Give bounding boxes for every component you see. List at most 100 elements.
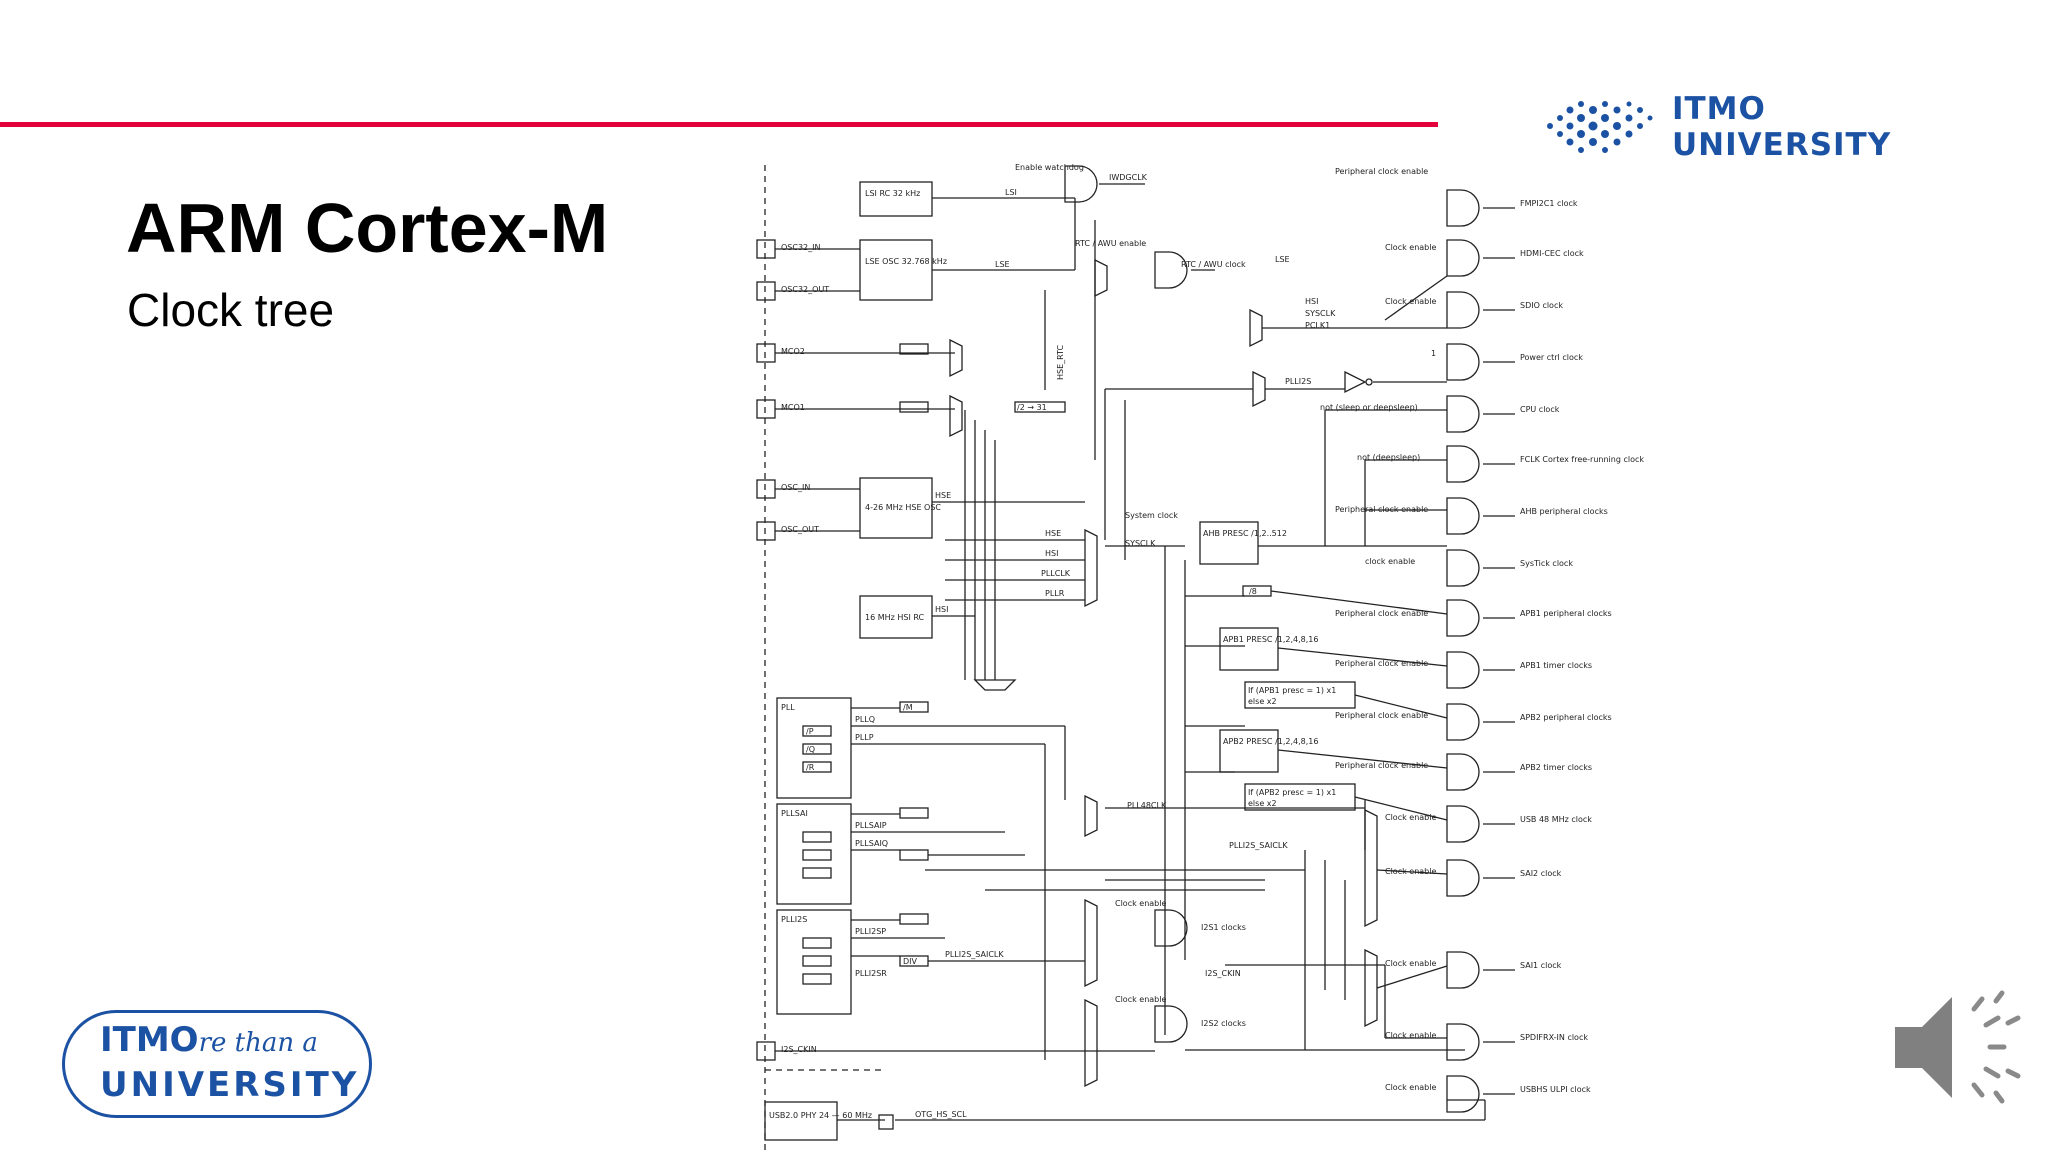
apb1-prescaler bbox=[1219, 627, 1279, 671]
itmo-header-logo: ITMO UNIVERSITY bbox=[1540, 91, 1980, 163]
svg-text:PLLSAI: PLLSAI bbox=[781, 809, 808, 818]
svg-text:Clock enable: Clock enable bbox=[1385, 1083, 1436, 1092]
svg-text:CPU clock: CPU clock bbox=[1520, 405, 1560, 414]
svg-text:SAI1 clock: SAI1 clock bbox=[1520, 961, 1562, 970]
svg-text:Peripheral clock enable: Peripheral clock enable bbox=[1335, 505, 1428, 514]
svg-text:APB2 PRESC /1,2,4,8,16: APB2 PRESC /1,2,4,8,16 bbox=[1223, 737, 1318, 746]
svg-text:APB1 timer clocks: APB1 timer clocks bbox=[1520, 661, 1592, 670]
lsi-rc-box bbox=[859, 181, 933, 217]
muxes bbox=[949, 258, 1378, 1088]
svg-text:PLLSAIQ: PLLSAIQ bbox=[855, 839, 888, 848]
logo-university: UNIVERSITY bbox=[100, 1065, 360, 1105]
svg-text:I2S2 clocks: I2S2 clocks bbox=[1201, 1019, 1246, 1028]
svg-text:PLLI2S_SAICLK: PLLI2S_SAICLK bbox=[945, 950, 1004, 959]
slide-subtitle: Clock tree bbox=[127, 284, 335, 336]
svg-text:FMPI2C1 clock: FMPI2C1 clock bbox=[1520, 199, 1578, 208]
svg-text:Power ctrl clock: Power ctrl clock bbox=[1520, 353, 1583, 362]
svg-text:OTG_HS_SCL: OTG_HS_SCL bbox=[915, 1110, 967, 1119]
svg-text:Peripheral clock enable: Peripheral clock enable bbox=[1335, 711, 1428, 720]
svg-text:not (sleep or deepsleep): not (sleep or deepsleep) bbox=[1320, 403, 1418, 412]
logo-script: re than a bbox=[198, 1028, 318, 1058]
svg-text:LSI RC 32 kHz: LSI RC 32 kHz bbox=[865, 189, 920, 198]
svg-text:/2 → 31: /2 → 31 bbox=[1017, 403, 1047, 412]
svg-text:PLL48CLK: PLL48CLK bbox=[1127, 801, 1167, 810]
svg-text:SAI2 clock: SAI2 clock bbox=[1520, 869, 1562, 878]
svg-text:SysTick clock: SysTick clock bbox=[1520, 559, 1573, 568]
svg-text:PLLI2SR: PLLI2SR bbox=[855, 969, 887, 978]
svg-text:USBHS ULPI clock: USBHS ULPI clock bbox=[1520, 1085, 1591, 1094]
svg-text:HSE: HSE bbox=[935, 491, 951, 500]
svg-text:HDMI-CEC clock: HDMI-CEC clock bbox=[1520, 249, 1584, 258]
svg-text:HSE_RTC: HSE_RTC bbox=[1056, 344, 1065, 380]
svg-text:APB1 PRESC /1,2,4,8,16: APB1 PRESC /1,2,4,8,16 bbox=[1223, 635, 1318, 644]
source-lines bbox=[775, 197, 1485, 1121]
svg-text:SPDIFRX-IN clock: SPDIFRX-IN clock bbox=[1520, 1033, 1588, 1042]
svg-text:HSI: HSI bbox=[1045, 549, 1058, 558]
svg-text:Clock enable: Clock enable bbox=[1385, 867, 1436, 876]
svg-text:Peripheral clock enable: Peripheral clock enable bbox=[1335, 761, 1428, 770]
svg-text:AHB PRESC /1,2..512: AHB PRESC /1,2..512 bbox=[1203, 529, 1287, 538]
svg-text:SYSCLK: SYSCLK bbox=[1305, 309, 1336, 318]
svg-text:PLLI2SP: PLLI2SP bbox=[855, 927, 886, 936]
svg-text:HSE: HSE bbox=[1045, 529, 1061, 538]
svg-text:4-26 MHz HSE OSC: 4-26 MHz HSE OSC bbox=[865, 503, 941, 512]
svg-text:APB2 peripheral clocks: APB2 peripheral clocks bbox=[1520, 713, 1612, 722]
hsi-rc-box bbox=[859, 595, 933, 639]
slide-title: ARM Cortex-M bbox=[126, 189, 609, 267]
speaker-icon[interactable] bbox=[1890, 985, 2025, 1110]
svg-text:USB2.0 PHY 24 — 60 MHz: USB2.0 PHY 24 — 60 MHz bbox=[769, 1111, 872, 1120]
svg-text:RTC / AWU enable: RTC / AWU enable bbox=[1075, 239, 1146, 248]
svg-text:Peripheral clock enable: Peripheral clock enable bbox=[1335, 167, 1428, 176]
logo-itmo: ITMO bbox=[100, 1020, 199, 1060]
svg-text:Clock enable: Clock enable bbox=[1115, 995, 1166, 1004]
pllsai-block bbox=[776, 803, 852, 905]
svg-text:APB1 peripheral clocks: APB1 peripheral clocks bbox=[1520, 609, 1612, 618]
svg-text:If (APB1 presc = 1) x1: If (APB1 presc = 1) x1 bbox=[1248, 686, 1336, 695]
svg-text:PLLI2S_SAICLK: PLLI2S_SAICLK bbox=[1229, 841, 1288, 850]
svg-text:If (APB2 presc = 1) x1: If (APB2 presc = 1) x1 bbox=[1248, 788, 1336, 797]
svg-text:PLL: PLL bbox=[781, 703, 795, 712]
svg-text:/Q: /Q bbox=[806, 745, 815, 754]
svg-text:System clock: System clock bbox=[1125, 511, 1178, 520]
apb2-prescaler bbox=[1219, 729, 1279, 773]
svg-text:OSC32_IN: OSC32_IN bbox=[781, 243, 821, 252]
svg-text:1: 1 bbox=[1431, 349, 1436, 358]
logo-oval bbox=[62, 1010, 372, 1118]
svg-text:clock enable: clock enable bbox=[1365, 557, 1415, 566]
svg-text:LSE: LSE bbox=[995, 260, 1010, 269]
svg-text:Clock enable: Clock enable bbox=[1385, 813, 1436, 822]
svg-text:LSE OSC 32.768 kHz: LSE OSC 32.768 kHz bbox=[865, 257, 947, 266]
svg-text:PLLSAIP: PLLSAIP bbox=[855, 821, 887, 830]
svg-text:APB2 timer clocks: APB2 timer clocks bbox=[1520, 763, 1592, 772]
svg-text:Clock enable: Clock enable bbox=[1385, 297, 1436, 306]
svg-text:else x2: else x2 bbox=[1248, 697, 1277, 706]
svg-text:16 MHz HSI RC: 16 MHz HSI RC bbox=[865, 613, 925, 622]
svg-text:PLLI2S: PLLI2S bbox=[1285, 377, 1311, 386]
svg-text:Clock enable: Clock enable bbox=[1385, 243, 1436, 252]
itmo-footer-logo: ITMOre than a UNIVERSITY bbox=[62, 1010, 382, 1125]
usb-phy-box bbox=[764, 1101, 838, 1141]
svg-text:/P: /P bbox=[806, 727, 814, 736]
svg-text:HSI: HSI bbox=[1305, 297, 1318, 306]
svg-text:MCO2: MCO2 bbox=[781, 347, 805, 356]
systick-div8 bbox=[1242, 585, 1272, 597]
svg-text:I2S_CKIN: I2S_CKIN bbox=[1205, 969, 1241, 978]
svg-text:PCLK1: PCLK1 bbox=[1305, 321, 1330, 330]
svg-text:else x2: else x2 bbox=[1248, 799, 1277, 808]
svg-text:/M: /M bbox=[903, 703, 913, 712]
plli2s-block bbox=[776, 909, 852, 1015]
svg-text:PLLQ: PLLQ bbox=[855, 715, 875, 724]
svg-text:PLLP: PLLP bbox=[855, 733, 874, 742]
output-gates bbox=[1064, 165, 1480, 1113]
svg-text:RTC / AWU clock: RTC / AWU clock bbox=[1181, 260, 1246, 269]
svg-text:SYSCLK: SYSCLK bbox=[1125, 539, 1156, 548]
pll-block bbox=[776, 697, 852, 799]
svg-text:PLLR: PLLR bbox=[1045, 589, 1065, 598]
svg-text:/R: /R bbox=[806, 763, 815, 772]
svg-text:Peripheral clock enable: Peripheral clock enable bbox=[1335, 659, 1428, 668]
svg-text:MCO1: MCO1 bbox=[781, 403, 805, 412]
svg-text:LSE: LSE bbox=[1275, 255, 1290, 264]
svg-text:FCLK Cortex free-running clock: FCLK Cortex free-running clock bbox=[1520, 455, 1644, 464]
ahb-prescaler bbox=[1199, 521, 1259, 565]
svg-text:PLLI2S: PLLI2S bbox=[781, 915, 807, 924]
